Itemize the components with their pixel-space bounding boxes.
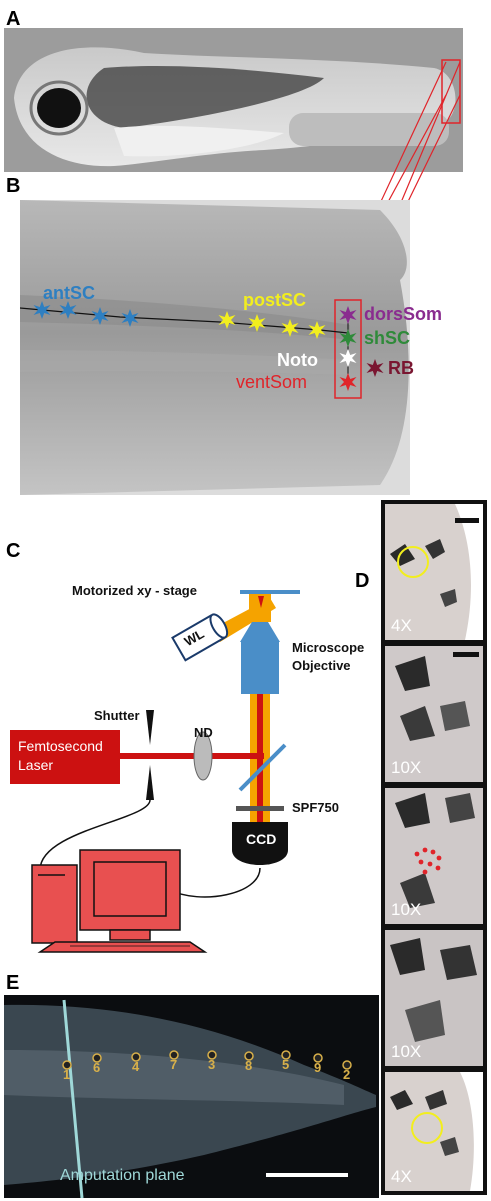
label-filter: SPF750: [292, 800, 339, 815]
spf-filter: [236, 806, 284, 811]
micro-image-5-content: [385, 1072, 483, 1191]
site-9: 9: [313, 1050, 323, 1075]
site-number: 4: [132, 1059, 140, 1074]
site-2: 2: [342, 1057, 352, 1082]
laser-box: [10, 730, 120, 784]
ccd-camera: [232, 822, 288, 865]
label-objective-1: Microscope: [292, 640, 365, 655]
site-1: 1: [62, 1057, 72, 1082]
site-4: 4: [131, 1049, 141, 1074]
marker-shsc: [339, 329, 357, 347]
site-number: 5: [282, 1057, 290, 1072]
marker-postsc: [218, 311, 236, 329]
marker-antsc: [121, 309, 139, 327]
marker-antsc: [91, 307, 109, 325]
nd-filter: [193, 731, 213, 781]
tail-amputation-illustration: [4, 995, 379, 1198]
micro-image-4-content: [385, 930, 483, 1066]
site-8: 8: [244, 1048, 254, 1073]
site-number: 3: [208, 1057, 216, 1072]
tadpole-illustration: [4, 28, 463, 172]
label-rb: RB: [388, 358, 414, 378]
site-number: 9: [314, 1060, 322, 1075]
antsc-markers: [33, 301, 139, 327]
site-number: 7: [170, 1057, 178, 1072]
setup-schematic: [10, 590, 300, 953]
mag-label-5: 4X: [391, 1167, 412, 1186]
label-ventsom: ventSom: [236, 372, 308, 392]
computer-tower: [31, 864, 78, 944]
site-5: 5: [281, 1047, 291, 1072]
wl-lamp: [171, 613, 229, 662]
dichroic-mirror: [238, 743, 287, 792]
cable-ccd: [169, 867, 261, 898]
label-shutter: Shutter: [94, 708, 140, 723]
label-nd: ND: [194, 725, 213, 740]
panel-letter-e: E: [6, 972, 20, 994]
site-number: 1: [63, 1067, 71, 1082]
label-camera: CCD: [246, 831, 277, 847]
site-3: 3: [207, 1047, 217, 1072]
tail-closeup-photo: [20, 200, 410, 495]
mag-label-1: 4X: [391, 616, 412, 635]
micro-image-3-content: [385, 788, 483, 924]
micro-image-2-content: [385, 646, 483, 782]
site-number: 6: [93, 1060, 101, 1075]
micro-image-4: 10X: [385, 930, 483, 1066]
tadpole-photo: [4, 28, 463, 172]
label-antsc: antSC: [43, 283, 96, 303]
cable-shutter: [39, 799, 151, 871]
amputation-line: [62, 999, 84, 1198]
shutter-upper: [146, 710, 154, 745]
marker-layer: [33, 301, 384, 391]
site-7: 7: [169, 1047, 179, 1072]
computer-keyboard: [37, 941, 208, 953]
label-laser-2: Laser: [18, 757, 54, 773]
label-objective-2: Objective: [292, 658, 351, 673]
marker-rb: [366, 359, 384, 377]
objective-body: [241, 642, 279, 694]
mag-label-2: 10X: [391, 758, 422, 777]
marker-dorssom: [339, 306, 357, 324]
shutter-lower: [146, 765, 154, 800]
micro-image-5: 4X: [385, 1072, 483, 1191]
tail-amputation-photo: 1 6 4 7 3 8 5 9: [4, 995, 379, 1198]
tail-closeup-illustration: [20, 200, 410, 495]
label-dorssom: dorsSom: [364, 304, 443, 324]
postsc-markers: [218, 311, 326, 339]
label-noto: Noto: [277, 350, 318, 370]
panel-letter-c: C: [6, 540, 21, 562]
label-stage: Motorized xy - stage: [72, 583, 197, 598]
panel-letter-a: A: [6, 8, 21, 30]
label-laser-1: Femtosecond: [18, 738, 103, 754]
amputation-label: Amputation plane: [60, 1167, 185, 1184]
stage-plate: [240, 590, 300, 594]
mag-label-4: 10X: [391, 1042, 422, 1061]
micro-image-3: 10X: [385, 788, 483, 924]
micro-image-1: 4X: [385, 504, 483, 640]
panel-letter-b: B: [6, 175, 21, 197]
scale-bar: [266, 1173, 348, 1177]
site-number: 2: [343, 1067, 351, 1082]
laser-beam: [120, 753, 264, 759]
site-number: 8: [245, 1058, 253, 1073]
marker-postsc: [248, 314, 266, 332]
mag-label-3: 10X: [391, 900, 422, 919]
panel-d-strip: 4X 10X 10X: [381, 500, 487, 1195]
label-postsc: postSC: [243, 290, 306, 310]
marker-postsc: [308, 321, 326, 339]
micro-image-2: 10X: [385, 646, 483, 782]
marker-postsc: [281, 319, 299, 337]
panel-letter-d: D: [355, 570, 370, 592]
site-markers: 1 6 4 7 3 8 5 9: [4, 995, 379, 1198]
marker-ventsom: [339, 373, 357, 391]
marker-noto: [339, 349, 357, 367]
micro-image-1-content: [385, 504, 483, 640]
label-shsc: shSC: [364, 328, 411, 348]
objective-top: [240, 622, 280, 642]
site-6: 6: [92, 1050, 102, 1075]
